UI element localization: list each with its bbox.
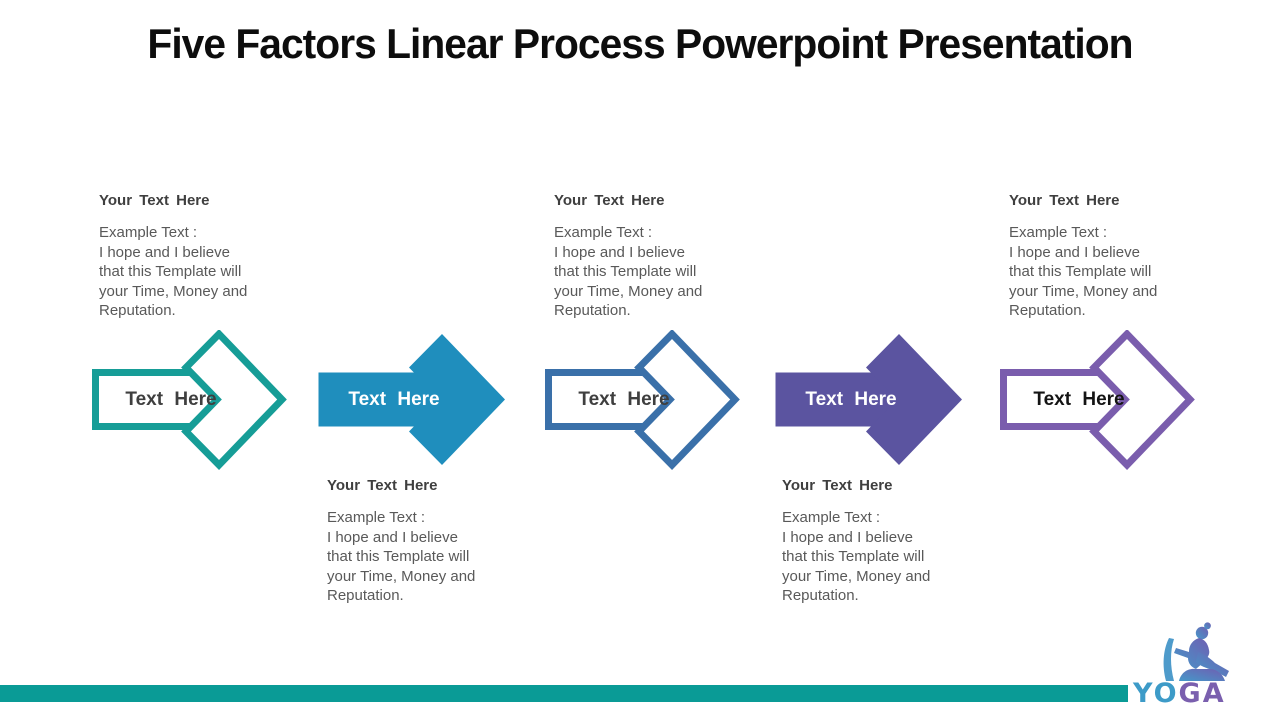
note-body: Example Text : I hope and I believe that…	[327, 509, 476, 604]
arrow-head-shape	[409, 334, 505, 465]
note-heading: Your Text Here	[1009, 192, 1120, 209]
footer-bar	[0, 685, 1128, 702]
arrow-label[interactable]: Text Here	[125, 388, 217, 410]
note-body: Example Text : I hope and I believe that…	[99, 224, 248, 319]
process-arrow-2[interactable]: Text Here	[315, 330, 515, 470]
note-block-5[interactable]: Your Text Here Example Text : I hope and…	[1009, 192, 1249, 321]
note-heading: Your Text Here	[554, 192, 665, 209]
yoga-figure-icon	[1163, 622, 1229, 681]
logo-text-secondary: GA	[1178, 678, 1226, 709]
yoga-logo: YOGA	[1130, 620, 1250, 710]
arrow-label[interactable]: Text Here	[805, 388, 897, 410]
note-body: Example Text : I hope and I believe that…	[554, 224, 703, 319]
note-body: Example Text : I hope and I believe that…	[1009, 224, 1158, 319]
right-arrow-icon	[775, 334, 962, 465]
right-arrow-icon	[318, 334, 505, 465]
arrow-tail-shape	[92, 369, 191, 430]
arrow-head-shape	[181, 330, 287, 470]
arrow-tail-shape	[1000, 369, 1099, 430]
process-arrow-1[interactable]: Text Here	[92, 330, 292, 470]
logo-text: YOGA	[1133, 678, 1226, 709]
arrow-head-shape	[634, 330, 740, 470]
note-block-3[interactable]: Your Text Here Example Text : I hope and…	[554, 192, 794, 321]
note-block-2[interactable]: Your Text Here Example Text : I hope and…	[327, 477, 567, 606]
leaf-shape	[1163, 638, 1174, 681]
note-heading: Your Text Here	[327, 477, 438, 494]
arrow-tail-shape	[775, 372, 907, 427]
note-block-1[interactable]: Your Text Here Example Text : I hope and…	[99, 192, 339, 321]
process-arrow-5[interactable]: Text Here	[1000, 330, 1200, 470]
process-arrow-3[interactable]: Text Here	[545, 330, 745, 470]
arrow-tail-shape	[545, 369, 644, 430]
note-body: Example Text : I hope and I believe that…	[782, 509, 931, 604]
logo-text-primary: YO	[1133, 678, 1179, 709]
arrow-tail-shape	[318, 372, 450, 427]
note-heading: Your Text Here	[99, 192, 210, 209]
arrow-head-shape	[1089, 330, 1195, 470]
process-arrow-4[interactable]: Text Here	[772, 330, 972, 470]
arrow-label[interactable]: Text Here	[1033, 388, 1125, 410]
right-arrow-icon	[1000, 330, 1195, 470]
note-block-4[interactable]: Your Text Here Example Text : I hope and…	[782, 477, 1022, 606]
right-arrow-icon	[545, 330, 740, 470]
slide-title: Five Factors Linear Process Powerpoint P…	[147, 20, 1133, 67]
arrow-label[interactable]: Text Here	[578, 388, 670, 410]
arrow-label[interactable]: Text Here	[348, 388, 440, 410]
note-heading: Your Text Here	[782, 477, 893, 494]
arrow-head-shape	[866, 334, 962, 465]
person-silhouette	[1174, 622, 1229, 681]
right-arrow-icon	[92, 330, 287, 470]
